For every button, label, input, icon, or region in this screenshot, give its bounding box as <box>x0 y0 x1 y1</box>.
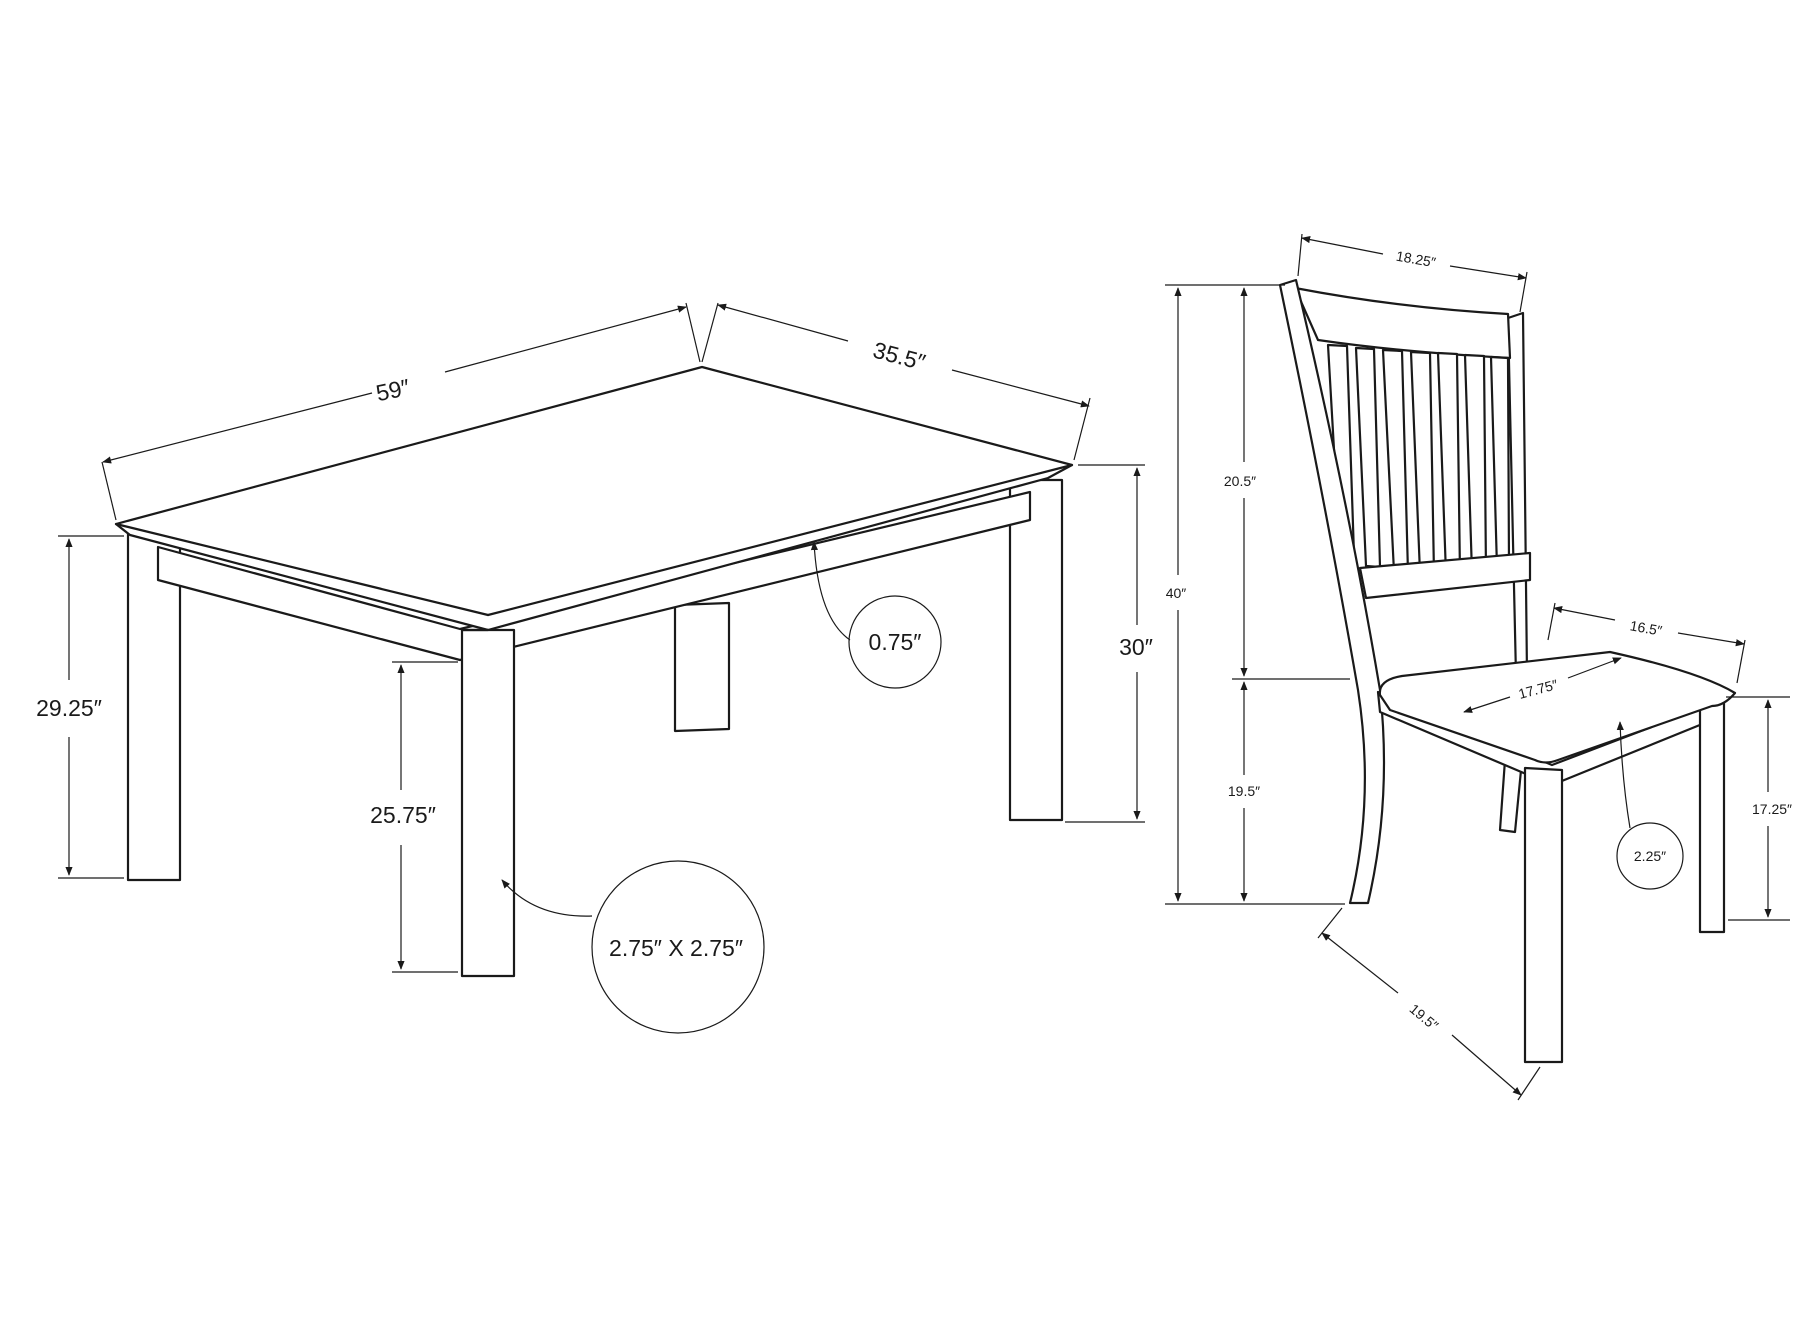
callout-seat-thickness: 2.25″ <box>1616 721 1684 890</box>
table-leg-left <box>126 532 182 882</box>
callout-top-thickness: 0.75″ <box>810 541 942 689</box>
chair-apron-height-label: 17.25″ <box>1752 801 1792 817</box>
chair-seat-depth-label: 19.5″ <box>1407 1001 1442 1034</box>
chair-leg-front-right <box>1698 698 1726 934</box>
table-width-label: 35.5″ <box>870 337 928 376</box>
chair-seat-width-label: 16.5″ <box>1629 617 1664 638</box>
dim-chair-back-height: 20.5″ <box>1224 287 1256 677</box>
chair-total-height-label: 40″ <box>1166 585 1187 601</box>
dim-chair-total-height: 40″ <box>1165 284 1345 905</box>
table-height-label: 30″ <box>1119 634 1153 660</box>
chair-crest-rail <box>1293 286 1512 360</box>
dim-table-height: 30″ <box>1065 464 1153 823</box>
table-leg-section-label: 2.75″ X 2.75″ <box>609 935 743 961</box>
table-apron-front <box>156 490 1032 662</box>
table-drawing: 59″ 35.5″ 30″ 29.25″ <box>36 302 1153 1034</box>
chair-seat-height-label: 19.5″ <box>1228 783 1260 799</box>
chair-back-width-label: 18.25″ <box>1395 248 1437 271</box>
chair-post-left <box>1278 278 1386 905</box>
dim-table-apron-clearance: 29.25″ <box>36 535 124 879</box>
table-top <box>114 365 1074 632</box>
dim-chair-apron-height: 17.25″ <box>1726 696 1792 921</box>
dim-chair-seat-width: 16.5″ <box>1547 602 1746 684</box>
chair-lower-back-rail <box>1358 551 1532 600</box>
dim-table-leg-height: 25.75″ <box>370 661 458 973</box>
table-leg-back-right <box>1008 478 1064 822</box>
chair-back-slats <box>1326 343 1511 577</box>
dim-chair-seat-depth: 19.5″ <box>1317 907 1541 1101</box>
chair-back-height-label: 20.5″ <box>1224 473 1256 489</box>
table-leg-front <box>460 628 516 978</box>
chair-seat-thickness-label: 2.25″ <box>1634 848 1666 864</box>
table-top-thickness-label: 0.75″ <box>869 629 922 655</box>
table-apron-clearance-label: 29.25″ <box>36 695 102 721</box>
chair-post-right <box>1506 311 1529 678</box>
dim-chair-seat-height: 19.5″ <box>1228 681 1260 902</box>
table-leg-back-left <box>673 601 731 733</box>
chair-leg-front-left <box>1523 766 1564 1064</box>
dim-chair-back-width: 18.25″ <box>1297 233 1528 313</box>
table-leg-height-label: 25.75″ <box>370 802 436 828</box>
callout-leg-section: 2.75″ X 2.75″ <box>501 860 765 1034</box>
chair-drawing: 18.25″ 40″ 20.5″ 19.5″ <box>1165 233 1792 1101</box>
table-length-label: 59″ <box>374 374 412 406</box>
chair-seat <box>1378 650 1737 764</box>
